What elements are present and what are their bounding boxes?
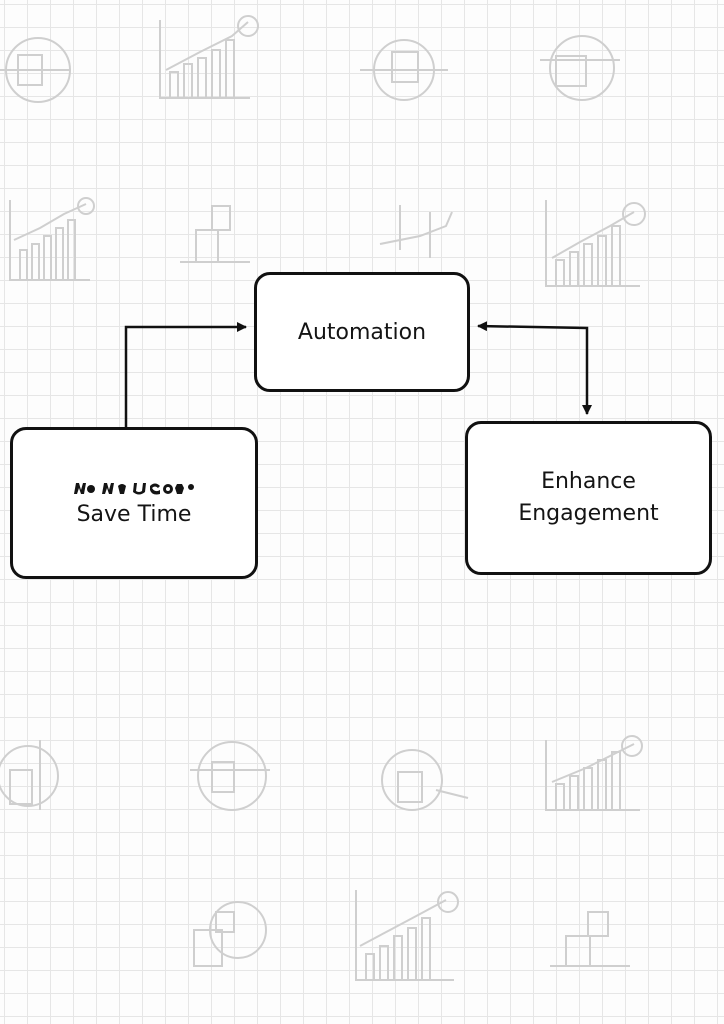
line-chart-icon bbox=[379, 205, 453, 258]
target-icon bbox=[0, 37, 71, 103]
engagement-label: Engagement bbox=[518, 501, 659, 526]
target-icon bbox=[540, 35, 620, 101]
magnifier-icon bbox=[381, 749, 469, 811]
automation-label: Automation bbox=[297, 319, 427, 345]
line-chart-icon bbox=[9, 197, 95, 281]
bar-chart-icon bbox=[550, 911, 630, 967]
save-time-label: Save Time bbox=[76, 501, 192, 527]
edge-save-to-automation bbox=[124, 322, 247, 428]
garbled-glyph-marks bbox=[74, 482, 194, 494]
bar-chart-icon bbox=[180, 205, 250, 263]
enhance-label: Enhance bbox=[541, 469, 636, 495]
target-icon bbox=[0, 740, 59, 810]
line-chart-icon bbox=[355, 890, 459, 981]
garbled-glyphs bbox=[72, 480, 196, 496]
node-automation: Automation bbox=[254, 272, 470, 392]
bar-chart-icon bbox=[193, 901, 267, 967]
target-icon bbox=[360, 39, 448, 101]
bar-chart-icon bbox=[159, 15, 259, 99]
line-chart-icon bbox=[545, 735, 643, 811]
node-enhance-engagement: Enhance Engagement bbox=[465, 421, 712, 575]
target-icon bbox=[190, 741, 270, 811]
edge-automation-to-engagement bbox=[477, 321, 592, 415]
node-save-time: Save Time bbox=[10, 427, 258, 579]
line-chart-icon bbox=[545, 200, 646, 287]
